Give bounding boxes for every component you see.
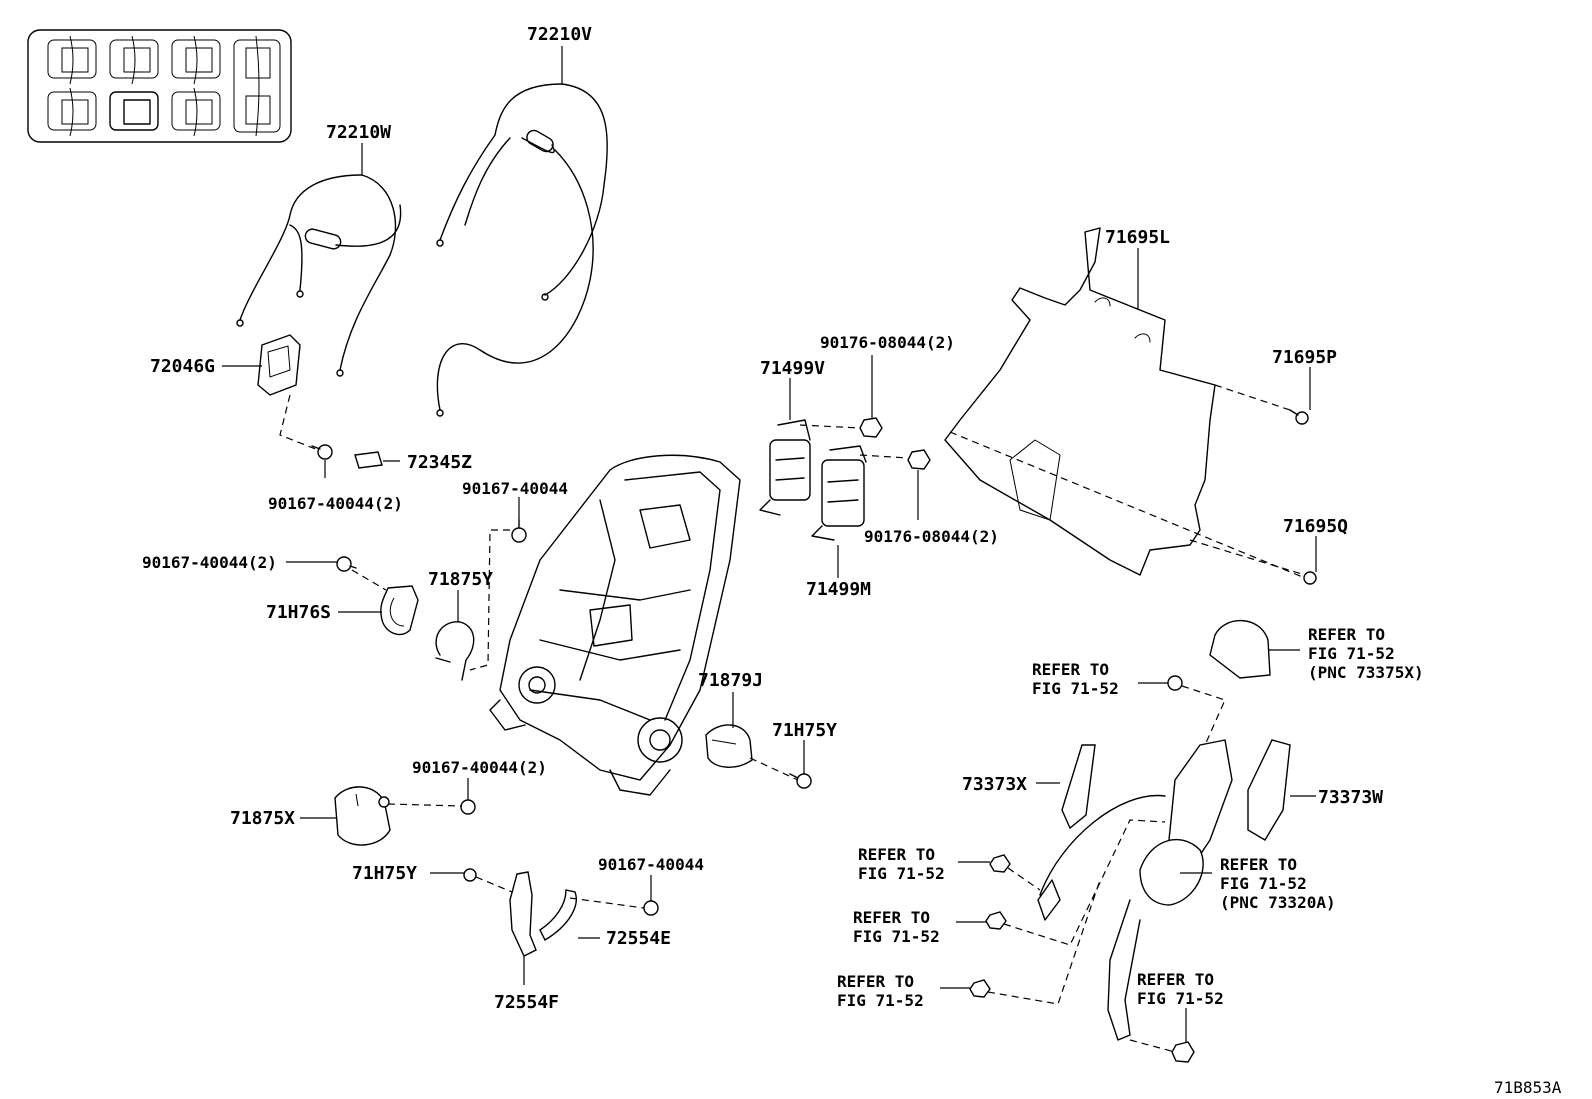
label-71875y: 71875Y (428, 569, 493, 590)
refer-label-nut3-line1: REFER TO (837, 972, 914, 991)
dashed-assembly-lines (279, 384, 1306, 1053)
part-71h76s-clamp (380, 585, 419, 636)
leader-lines (222, 46, 1317, 1042)
label-73373w: 73373W (1318, 787, 1383, 808)
part-73373x-trim (1061, 744, 1096, 830)
refer-label-73375x-line3: (PNC 73375X) (1308, 663, 1424, 682)
part-72554e-cover (539, 889, 577, 941)
label-72554f: 72554F (494, 992, 559, 1013)
clip-71h75y-right (789, 773, 812, 789)
label-71h76s: 71H76S (266, 602, 331, 623)
refer-label-73375x-line1: REFER TO (1308, 625, 1385, 644)
refer-label-73320a-line3: (PNC 73320A) (1220, 893, 1336, 912)
refer-label-73320a-line2: FIG 71-52 (1220, 874, 1307, 893)
label-72345z: 72345Z (407, 452, 472, 473)
label-71879j: 71879J (698, 670, 763, 691)
part-72554f-bracket (509, 871, 537, 957)
part-labels: 72210V 72210W 72046G 72345Z 90167-40044(… (142, 24, 1562, 1097)
refer-label-bolt-bottom-line1: REFER TO (1137, 970, 1214, 989)
bolt-90167-40044-left (336, 556, 357, 572)
bolt-90167-40044-mid (511, 519, 527, 543)
bolt-90167-40044-top (311, 444, 333, 460)
label-71695p: 71695P (1272, 347, 1337, 368)
refer-label-bolt-top-line1: REFER TO (1032, 660, 1109, 679)
refer-label-nut1-line2: FIG 71-52 (858, 864, 945, 883)
label-71875x: 71875X (230, 808, 295, 829)
nut-90176-08044-upper (859, 417, 883, 438)
refer-label-bolt-bottom-line2: FIG 71-52 (1137, 989, 1224, 1008)
panel-71695l (944, 227, 1216, 576)
nut-90176-08044-lower (907, 449, 931, 470)
label-71h75y-b: 71H75Y (352, 863, 417, 884)
cable-72210v (436, 83, 608, 417)
label-71695l: 71695L (1105, 227, 1170, 248)
label-73373x: 73373X (962, 774, 1027, 795)
nut-refer-3 (969, 979, 991, 998)
label-90176-08044-2-b: 90176-08044(2) (864, 527, 999, 546)
motor-71499m (811, 445, 867, 541)
seatbelt-retractor (1037, 739, 1233, 1041)
label-90167-40044-2-c: 90167-40044(2) (412, 758, 547, 777)
part-71875x-cover (334, 786, 391, 846)
label-72210v: 72210V (527, 24, 592, 45)
seatbelt-cover-top (1209, 619, 1271, 679)
label-71499m: 71499M (806, 579, 871, 600)
refer-label-73320a-line1: REFER TO (1220, 855, 1297, 874)
bolt-90167-40044-right (643, 900, 659, 916)
cable-72210w (236, 174, 402, 377)
label-90167-40044-2-b: 90167-40044(2) (142, 553, 277, 572)
bolt-90167-40044-lower (460, 799, 476, 815)
part-71875y-wire-clip (435, 621, 475, 681)
label-71h75y-a: 71H75Y (772, 720, 837, 741)
label-90167-40044-a: 90167-40044 (462, 479, 568, 498)
diagram-code: 71B853A (1494, 1078, 1562, 1097)
part-72345z-pad (354, 451, 383, 469)
label-72210w: 72210W (326, 122, 391, 143)
part-71879j-cover (705, 724, 753, 768)
bolt-refer-top (1167, 675, 1183, 691)
part-73373w-trim (1247, 739, 1291, 841)
refer-label-nut1-line1: REFER TO (858, 845, 935, 864)
motor-71499v (759, 419, 811, 516)
refer-label-73375x-line2: FIG 71-52 (1308, 644, 1395, 663)
nut-refer-1 (989, 854, 1011, 873)
nut-refer-2 (985, 911, 1007, 930)
clip-71695p (1289, 409, 1309, 425)
label-90167-40044-2-a: 90167-40044(2) (268, 494, 403, 513)
seat-back-frame (489, 454, 741, 796)
label-72046g: 72046G (150, 356, 215, 377)
label-71499v: 71499V (760, 358, 825, 379)
refer-label-nut2-line1: REFER TO (853, 908, 930, 927)
label-90167-40044-b: 90167-40044 (598, 855, 704, 874)
clip-71695q (1303, 571, 1317, 585)
seat-layout-thumbnail (27, 29, 292, 143)
label-72554e: 72554E (606, 928, 671, 949)
refer-label-bolt-top-line2: FIG 71-52 (1032, 679, 1119, 698)
part-72046g-switch (257, 334, 301, 396)
clip-71h75y-left (463, 868, 477, 882)
label-90176-08044-2-a: 90176-08044(2) (820, 333, 955, 352)
bolt-refer-bottom (1171, 1041, 1195, 1063)
refer-label-nut2-line2: FIG 71-52 (853, 927, 940, 946)
label-71695q: 71695Q (1283, 516, 1348, 537)
refer-label-nut3-line2: FIG 71-52 (837, 991, 924, 1010)
